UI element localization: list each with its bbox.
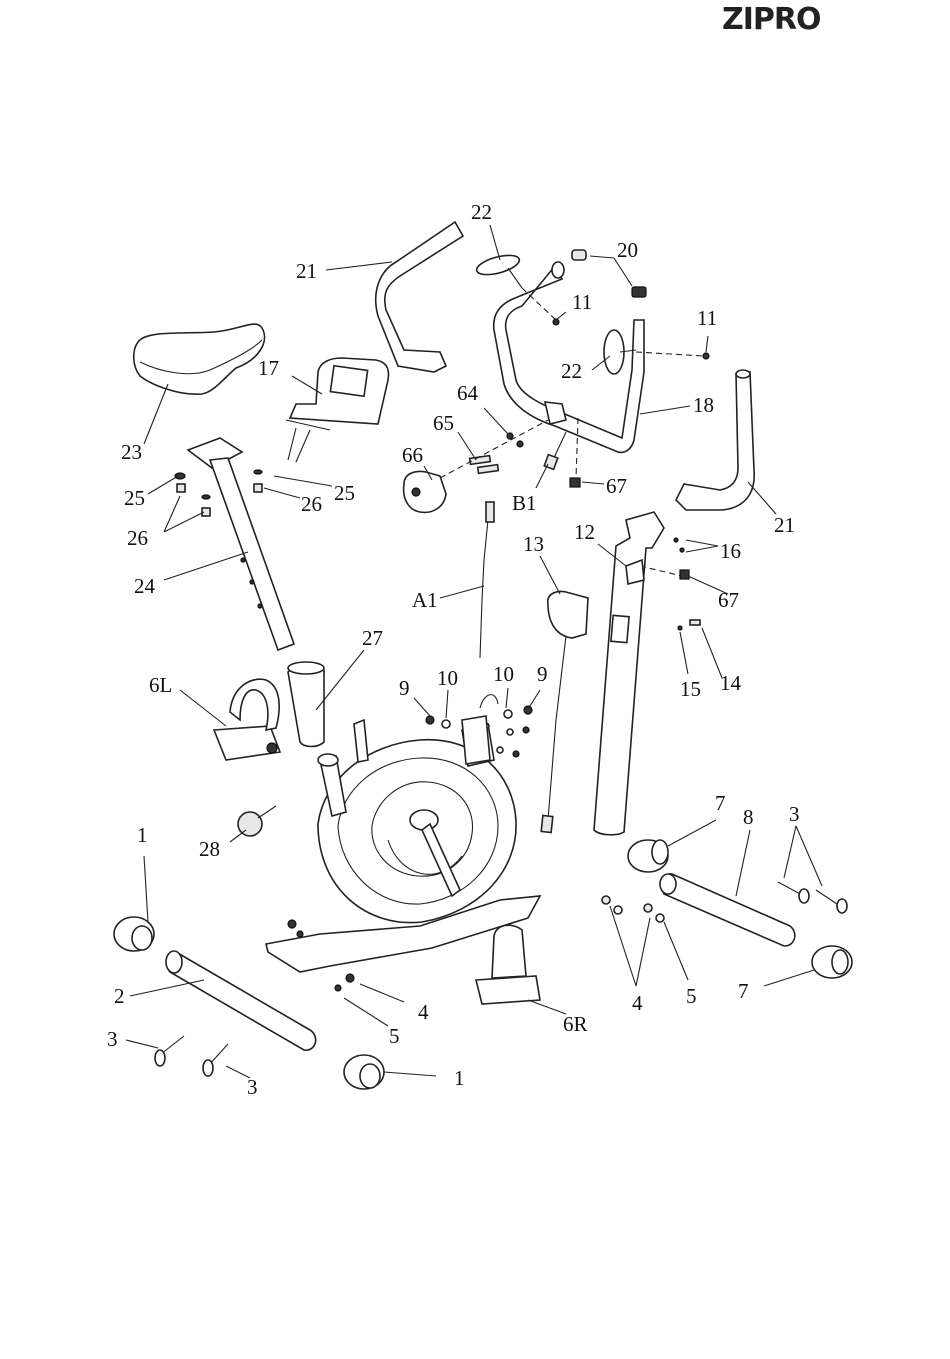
- label-9: 9: [537, 662, 548, 686]
- label-6L: 6L: [149, 673, 172, 697]
- label-67: 67: [718, 588, 739, 612]
- label-1: 1: [137, 823, 148, 847]
- carriage-bolt-part: [155, 1036, 228, 1076]
- end-cap-part: [632, 287, 646, 297]
- label-23: 23: [121, 440, 142, 464]
- front-post-part: [594, 512, 700, 835]
- console-part: [286, 358, 389, 462]
- label-17: 17: [258, 356, 279, 380]
- label-24: 24: [134, 574, 156, 598]
- label-22: 22: [561, 359, 582, 383]
- pulse-sensor-upper-part: [475, 252, 522, 288]
- label-21: 21: [774, 513, 795, 537]
- label-22: 22: [471, 200, 492, 224]
- label-16: 16: [720, 539, 741, 563]
- label-64: 64: [457, 381, 479, 405]
- label-9: 9: [399, 676, 410, 700]
- label-25: 25: [124, 486, 145, 510]
- label-7: 7: [738, 979, 749, 1003]
- label-8: 8: [743, 805, 754, 829]
- label-66: 66: [402, 443, 423, 467]
- label-11: 11: [697, 306, 717, 330]
- label-5: 5: [389, 1024, 400, 1048]
- rear-stabilizer-part: [660, 874, 795, 946]
- rear-end-cap-part: [812, 946, 852, 978]
- right-handlebar-part: [676, 370, 754, 510]
- tension-control-part: [541, 592, 588, 833]
- label-12: 12: [574, 520, 595, 544]
- label-1: 1: [454, 1066, 465, 1090]
- label-2: 2: [114, 984, 125, 1008]
- label-10: 10: [493, 662, 514, 686]
- label-6R: 6R: [563, 1012, 588, 1036]
- label-25: 25: [334, 481, 355, 505]
- label-10: 10: [437, 666, 458, 690]
- seat-part: [134, 324, 265, 394]
- seat-post-part: [188, 438, 294, 650]
- pulse-sensor-side-part: [604, 330, 636, 374]
- nut-part: [570, 478, 580, 487]
- label-21: 21: [296, 259, 317, 283]
- label-A1: A1: [412, 588, 438, 612]
- left-pedal-part: [214, 679, 280, 760]
- end-cap-part: [572, 250, 586, 260]
- label-65: 65: [433, 411, 454, 435]
- label-3: 3: [247, 1075, 258, 1099]
- label-3: 3: [107, 1027, 118, 1051]
- label-26: 26: [127, 526, 148, 550]
- label-5: 5: [686, 984, 697, 1008]
- label-4: 4: [632, 991, 643, 1015]
- label-28: 28: [199, 837, 220, 861]
- left-handlebar-part: [376, 222, 463, 372]
- right-pedal-part: [476, 925, 540, 1004]
- front-end-cap-part: [114, 917, 154, 951]
- label-27: 27: [362, 626, 383, 650]
- label-13: 13: [523, 532, 544, 556]
- label-7: 7: [715, 791, 726, 815]
- label-3: 3: [789, 802, 800, 826]
- screw-part: [703, 353, 709, 359]
- seat-sleeve-part: [288, 662, 324, 747]
- label-18: 18: [693, 393, 714, 417]
- label-20: 20: [617, 238, 638, 262]
- label-4: 4: [418, 1000, 429, 1024]
- label-B1: B1: [512, 491, 537, 515]
- label-67: 67: [606, 474, 627, 498]
- label-14: 14: [720, 671, 742, 695]
- label-11: 11: [572, 290, 592, 314]
- label-26: 26: [301, 492, 322, 516]
- label-15: 15: [680, 677, 701, 701]
- front-end-cap-part: [344, 1055, 384, 1089]
- rear-end-cap-part: [628, 840, 668, 872]
